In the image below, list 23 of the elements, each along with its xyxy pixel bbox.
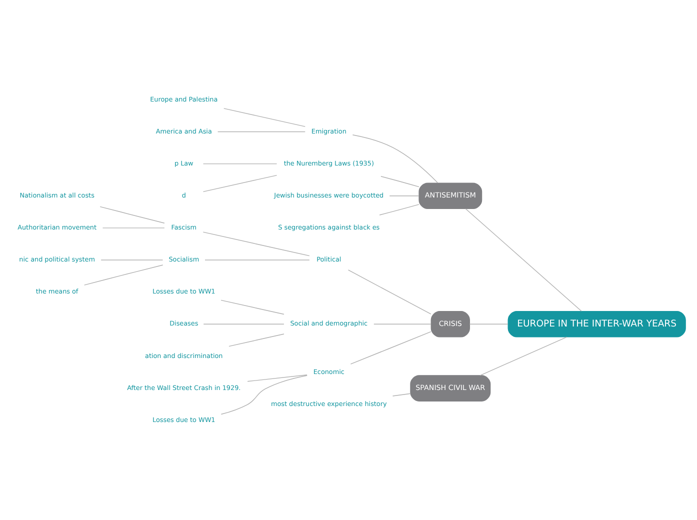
connector [247,374,308,382]
connector [202,163,278,164]
connector [379,204,420,216]
connector [100,206,165,224]
node-box: SPANISH CIVIL WAR [410,375,491,402]
connector [392,393,411,396]
connector [220,300,284,315]
node-box: CRISIS [430,310,470,338]
connector [352,134,438,184]
connector [220,375,308,415]
node-box: ANTISEMITISM [418,182,482,210]
connector [217,131,306,132]
connector [84,264,164,286]
connector [202,232,310,256]
connector [380,176,420,188]
connector [224,108,306,127]
connector [202,174,278,192]
connector [348,270,432,314]
connector [480,336,568,376]
connector [465,208,582,312]
connector [228,334,284,347]
node-box: EUROPE IN THE INTER-WAR YEARS [508,310,686,338]
connector [350,331,432,364]
